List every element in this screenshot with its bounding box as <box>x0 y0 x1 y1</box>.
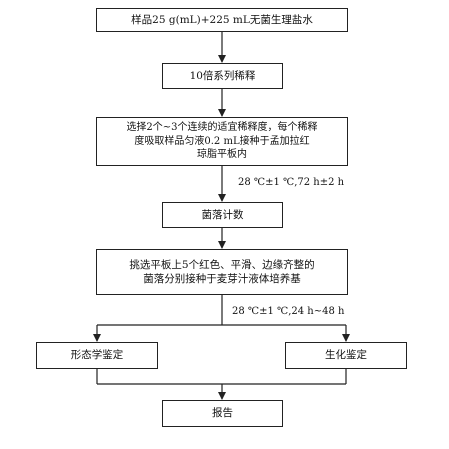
step-select-dilution-label: 选择2个~3个连续的适宜稀释度，每个稀释 度吸取样品匀液0.2 mL接种于孟加拉… <box>126 122 318 161</box>
step-select-dilution: 选择2个~3个连续的适宜稀释度，每个稀释 度吸取样品匀液0.2 mL接种于孟加拉… <box>96 117 348 166</box>
step-sample-prep: 样品25 g(mL)+225 mL无菌生理盐水 <box>96 8 348 32</box>
step-colony-count: 菌落计数 <box>162 202 283 228</box>
step-colony-count-label: 菌落计数 <box>201 208 244 221</box>
incubation-condition-1: 28 ℃±1 ℃,72 h±2 h <box>238 177 345 188</box>
incubation-condition-2: 28 ℃±1 ℃,24 h~48 h <box>232 306 345 317</box>
step-serial-dilution-label: 10倍系列稀释 <box>189 69 256 82</box>
step-morphology-id: 形态学鉴定 <box>36 342 158 369</box>
step-pick-colonies: 挑选平板上5个红色、平滑、边缘齐整的 菌落分别接种于麦芽汁液体培养基 <box>96 249 348 295</box>
step-sample-prep-label: 样品25 g(mL)+225 mL无菌生理盐水 <box>131 13 313 26</box>
step-serial-dilution: 10倍系列稀释 <box>162 63 283 89</box>
step-report-label: 报告 <box>212 407 233 420</box>
step-pick-colonies-label: 挑选平板上5个红色、平滑、边缘齐整的 菌落分别接种于麦芽汁液体培养基 <box>129 258 315 285</box>
step-morphology-id-label: 形态学鉴定 <box>70 349 124 362</box>
step-biochemical-id: 生化鉴定 <box>285 342 407 369</box>
step-report: 报告 <box>162 400 283 427</box>
step-biochemical-id-label: 生化鉴定 <box>325 349 367 362</box>
